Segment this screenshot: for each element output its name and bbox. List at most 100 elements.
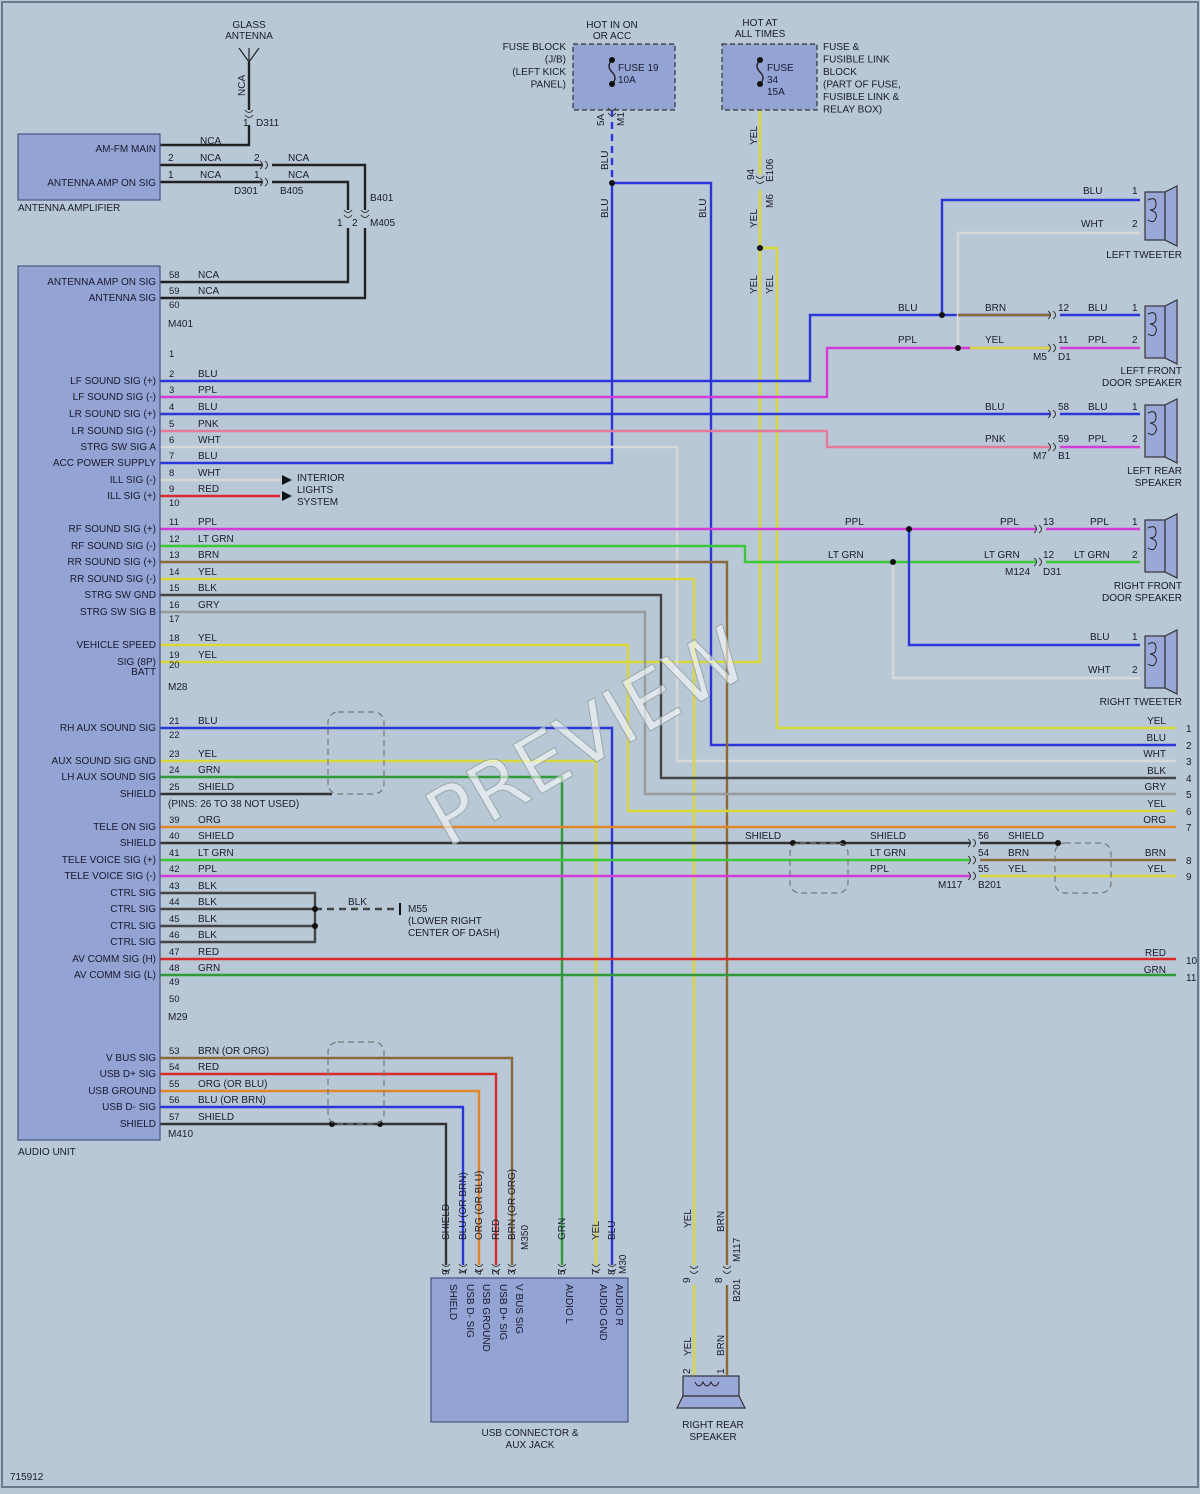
- fusible-link-label: FUSE &: [823, 42, 859, 53]
- wire-label: BLK: [198, 914, 217, 925]
- wire-label: YEL: [749, 209, 760, 228]
- connector-label: B405: [280, 186, 304, 197]
- wire-label: BLK: [1147, 766, 1166, 777]
- shield-symbol: [1054, 842, 1112, 894]
- pin: 3: [1186, 757, 1192, 768]
- usb-pin-label: USB D+ SIG: [497, 1284, 508, 1341]
- wire-label: PPL: [1088, 434, 1107, 445]
- connector-label: B401: [370, 193, 394, 204]
- pin: 2: [1132, 219, 1138, 230]
- connector-symbol: [1047, 442, 1056, 452]
- audio-unit-name: AUDIO UNIT: [18, 1147, 76, 1158]
- wire-rr-minus: [160, 577, 696, 1265]
- wire-label: WHT: [198, 468, 221, 479]
- pin: 1: [254, 170, 260, 181]
- wire-lr-minus: [160, 429, 1050, 449]
- connector-label: D1: [1058, 352, 1071, 363]
- audio-pin-label: RF SOUND SIG (+): [68, 524, 156, 535]
- connector-label: M350: [520, 1225, 531, 1250]
- pin: 9: [1186, 872, 1192, 883]
- pin: 12: [1043, 550, 1055, 561]
- audio-pin-label: LF SOUND SIG (-): [73, 392, 156, 403]
- fusible-link-label: BLOCK: [823, 67, 857, 78]
- audio-pin-label: TELE ON SIG: [93, 822, 156, 833]
- pin: 1: [1132, 186, 1138, 197]
- pin-number: 10: [169, 498, 180, 509]
- pin: 5: [1186, 790, 1192, 801]
- connector-label: M401: [168, 319, 193, 330]
- antenna-title: GLASS: [232, 20, 266, 31]
- wire: [160, 891, 317, 926]
- pin-number: 25: [169, 782, 180, 793]
- ground-desc: (LOWER RIGHT: [408, 916, 482, 927]
- pin: 5: [557, 1269, 568, 1275]
- connector-symbol: [259, 177, 268, 187]
- pin: 2: [1132, 335, 1138, 346]
- speaker-coil: [1147, 198, 1157, 223]
- wire-label: GRN: [198, 963, 220, 974]
- pin: 54: [978, 848, 990, 859]
- wire-label: SHIELD: [198, 1112, 234, 1123]
- wire-strg-sw-a: [160, 445, 1176, 763]
- splice-dot: [840, 840, 846, 846]
- splice-dot: [955, 345, 961, 351]
- pin-number: 45: [169, 914, 180, 925]
- connector-label: B201: [978, 880, 1002, 891]
- wire-batt: [160, 190, 762, 664]
- connector-symbol: [1033, 524, 1042, 534]
- wire-label: NCA: [200, 170, 221, 181]
- wire-v-bus: [160, 1056, 514, 1265]
- connector-symbol: [259, 160, 268, 170]
- wire-label: BLU: [1083, 186, 1102, 197]
- fuse-value: 10A: [618, 75, 636, 86]
- wire-lh-aux: [160, 775, 564, 1265]
- fuse-value: 15A: [767, 87, 785, 98]
- wire-rr-plus: [160, 560, 729, 1265]
- speaker-cone: [1164, 299, 1178, 365]
- pin-number: 18: [169, 633, 180, 644]
- connector-symbol: [1047, 409, 1056, 419]
- fuse-block-label: PANEL): [531, 80, 566, 91]
- pin: 1: [1132, 402, 1138, 413]
- wire: [272, 180, 350, 210]
- pin: 2: [1132, 434, 1138, 445]
- wire-label: NCA: [288, 170, 309, 181]
- usb-pin-label: AUDIO L: [563, 1284, 574, 1324]
- pin-number: 44: [169, 897, 180, 908]
- wire-label: YEL: [765, 275, 776, 294]
- connector-symbol: [1047, 310, 1056, 320]
- wire-label: PNK: [985, 434, 1006, 445]
- wire-label: BLU: [198, 369, 217, 380]
- audio-pin-label: SHIELD: [120, 789, 156, 800]
- pin-number: 6: [169, 435, 174, 446]
- connector-label: M29: [168, 1012, 188, 1023]
- wire-label: YEL: [1147, 799, 1166, 810]
- pin: 5A: [596, 113, 607, 126]
- audio-pin-label: RR SOUND SIG (+): [67, 557, 156, 568]
- interior-lights-label: INTERIOR: [297, 473, 345, 484]
- pin: 2: [1186, 741, 1192, 752]
- pin-number: 20: [169, 660, 180, 671]
- splice-dot: [757, 81, 763, 87]
- wire-lf-minus: [160, 346, 1050, 399]
- splice-dot: [757, 245, 763, 251]
- wire-label: PPL: [1088, 335, 1107, 346]
- pin: 1: [458, 1269, 469, 1275]
- pin: 2: [682, 1368, 693, 1374]
- wire-label: GRN: [198, 765, 220, 776]
- pin: 9: [441, 1269, 452, 1275]
- pin-number: 8: [169, 468, 174, 479]
- fuse-hot-label: HOT IN ON: [586, 20, 637, 31]
- wire-acc-power: [160, 183, 614, 465]
- pin-number: 17: [169, 614, 180, 625]
- wire-usb-shield: [160, 1122, 448, 1265]
- left-tweeter-icon: [1144, 185, 1178, 247]
- pin-number: 3: [169, 385, 174, 396]
- pin-number: 12: [169, 534, 180, 545]
- splice-dot: [1055, 840, 1061, 846]
- pin: 7: [591, 1269, 602, 1275]
- wire-label: YEL: [198, 633, 217, 644]
- wire-lf-plus: [160, 313, 1050, 383]
- connector-label: B201: [732, 1278, 743, 1302]
- pin: 2: [491, 1269, 502, 1275]
